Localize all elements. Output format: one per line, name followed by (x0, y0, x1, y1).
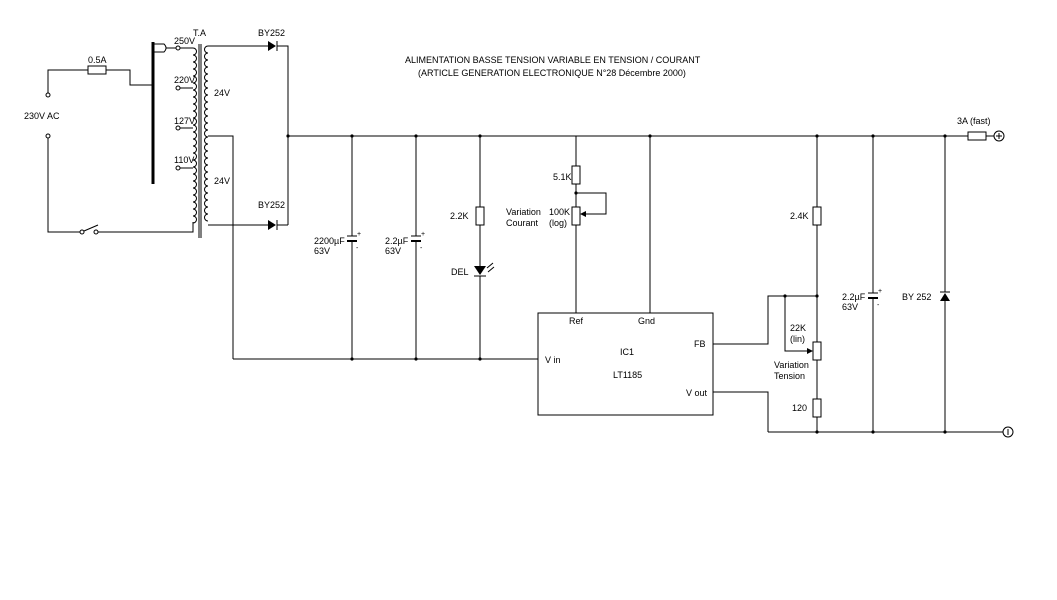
diode-top (268, 41, 278, 51)
resistor-5-1k (571, 165, 581, 185)
negative-rail (768, 426, 1014, 438)
var-voltage-label-1: Variation (774, 360, 809, 370)
var-current-label-1: Variation (506, 207, 541, 217)
capacitor-2200uf: + - 2200µF 63V (314, 136, 361, 359)
diode-bottom-label: BY252 (258, 200, 285, 210)
pot-22k (812, 341, 822, 361)
var-current-label-2: Courant (506, 218, 539, 228)
cap2-voltage-label: 63V (385, 246, 401, 256)
ic-name: IC1 (620, 347, 634, 357)
input-fuse-label: 0.5A (88, 55, 107, 65)
mains-label: 230V AC (24, 111, 60, 121)
cap2-value-label: 2.2µF (385, 236, 409, 246)
diode-protection: BY 252 (902, 136, 950, 432)
positive-rail: 3A (fast) (286, 116, 1005, 142)
resistor-120 (812, 398, 822, 418)
cap1-voltage-label: 63V (314, 246, 330, 256)
svg-text:+: + (421, 231, 425, 238)
tap-110-label: 110V (174, 155, 194, 165)
tap-selector (153, 43, 167, 53)
capacitor-2-2uf-input: + - 2.2µF 63V (385, 136, 425, 359)
voltage-adjust: 2.4K 22K (lin) Variation Tension 120 (774, 136, 822, 432)
pot-22k-label-2: (lin) (790, 334, 805, 344)
ic-pin-ref: Ref (569, 316, 584, 326)
secondary-winding (204, 45, 209, 222)
tap-250-label: 250V (174, 36, 195, 46)
resistor-2-4k-label: 2.4K (790, 211, 809, 221)
tap-127-label: 127V (174, 116, 195, 126)
secondary-bottom-label: 24V (214, 176, 230, 186)
svg-text:-: - (420, 245, 423, 252)
led (474, 262, 495, 277)
cap1-value-label: 2200µF (314, 236, 345, 246)
ic-pin-vout: V out (686, 388, 708, 398)
capacitor-2-2uf-output: + - 2.2µF 63V (842, 136, 882, 432)
ic-part: LT1185 (613, 370, 642, 380)
negative-terminal (1002, 426, 1014, 438)
svg-text:+: + (878, 288, 882, 295)
positive-terminal (993, 130, 1005, 142)
transformer: T.A 250V 220V 127V 110V 24V 24V (151, 28, 230, 238)
ic-pin-vin: V in (545, 355, 561, 365)
current-adjust: 5.1K Variation Courant 100K (log) (506, 136, 607, 313)
led-label: DEL (451, 267, 469, 277)
diode-bottom (268, 220, 278, 230)
ic-pin-fb: FB (694, 339, 706, 349)
resistor-5-1k-label: 5.1K (553, 172, 572, 182)
ic-lt1185: Ref Gnd FB V in V out IC1 LT1185 (537, 312, 714, 416)
resistor-2-4k (812, 206, 822, 226)
svg-text:-: - (877, 302, 880, 309)
resistor-2-2k-label: 2.2K (450, 211, 469, 221)
svg-text:-: - (356, 245, 359, 252)
output-fuse (967, 131, 987, 141)
var-voltage-label-2: Tension (774, 371, 805, 381)
led-branch: 2.2K DEL (450, 136, 495, 359)
title-line-2: (ARTICLE GENERATION ELECTRONIQUE N°28 Dé… (418, 68, 686, 78)
diode-top-label: BY252 (258, 28, 285, 38)
tap-220-label: 220V (174, 75, 195, 85)
resistor-2-2k (475, 206, 485, 226)
resistor-120-label: 120 (792, 403, 807, 413)
pot-22k-label-1: 22K (790, 323, 806, 333)
diode-protection-label: BY 252 (902, 292, 931, 302)
primary-winding (192, 47, 197, 224)
secondary-top-label: 24V (214, 88, 230, 98)
pot-100k (571, 206, 581, 226)
transformer-label: T.A (193, 28, 206, 38)
output-fuse-label: 3A (fast) (957, 116, 991, 126)
cap3-voltage-label: 63V (842, 302, 858, 312)
vin-bus (233, 357, 538, 361)
mains-switch (79, 224, 99, 235)
pot-100k-label-1: 100K (549, 207, 570, 217)
mains-input: 230V AC 0.5A (24, 55, 194, 235)
cap3-value-label: 2.2µF (842, 292, 866, 302)
title-line-1: ALIMENTATION BASSE TENSION VARIABLE EN T… (405, 55, 701, 65)
rectifier: BY252 BY252 (208, 28, 289, 359)
svg-text:+: + (357, 231, 361, 238)
ic-pin-gnd: Gnd (638, 316, 655, 326)
input-fuse (87, 65, 107, 75)
pot-100k-label-2: (log) (549, 218, 567, 228)
